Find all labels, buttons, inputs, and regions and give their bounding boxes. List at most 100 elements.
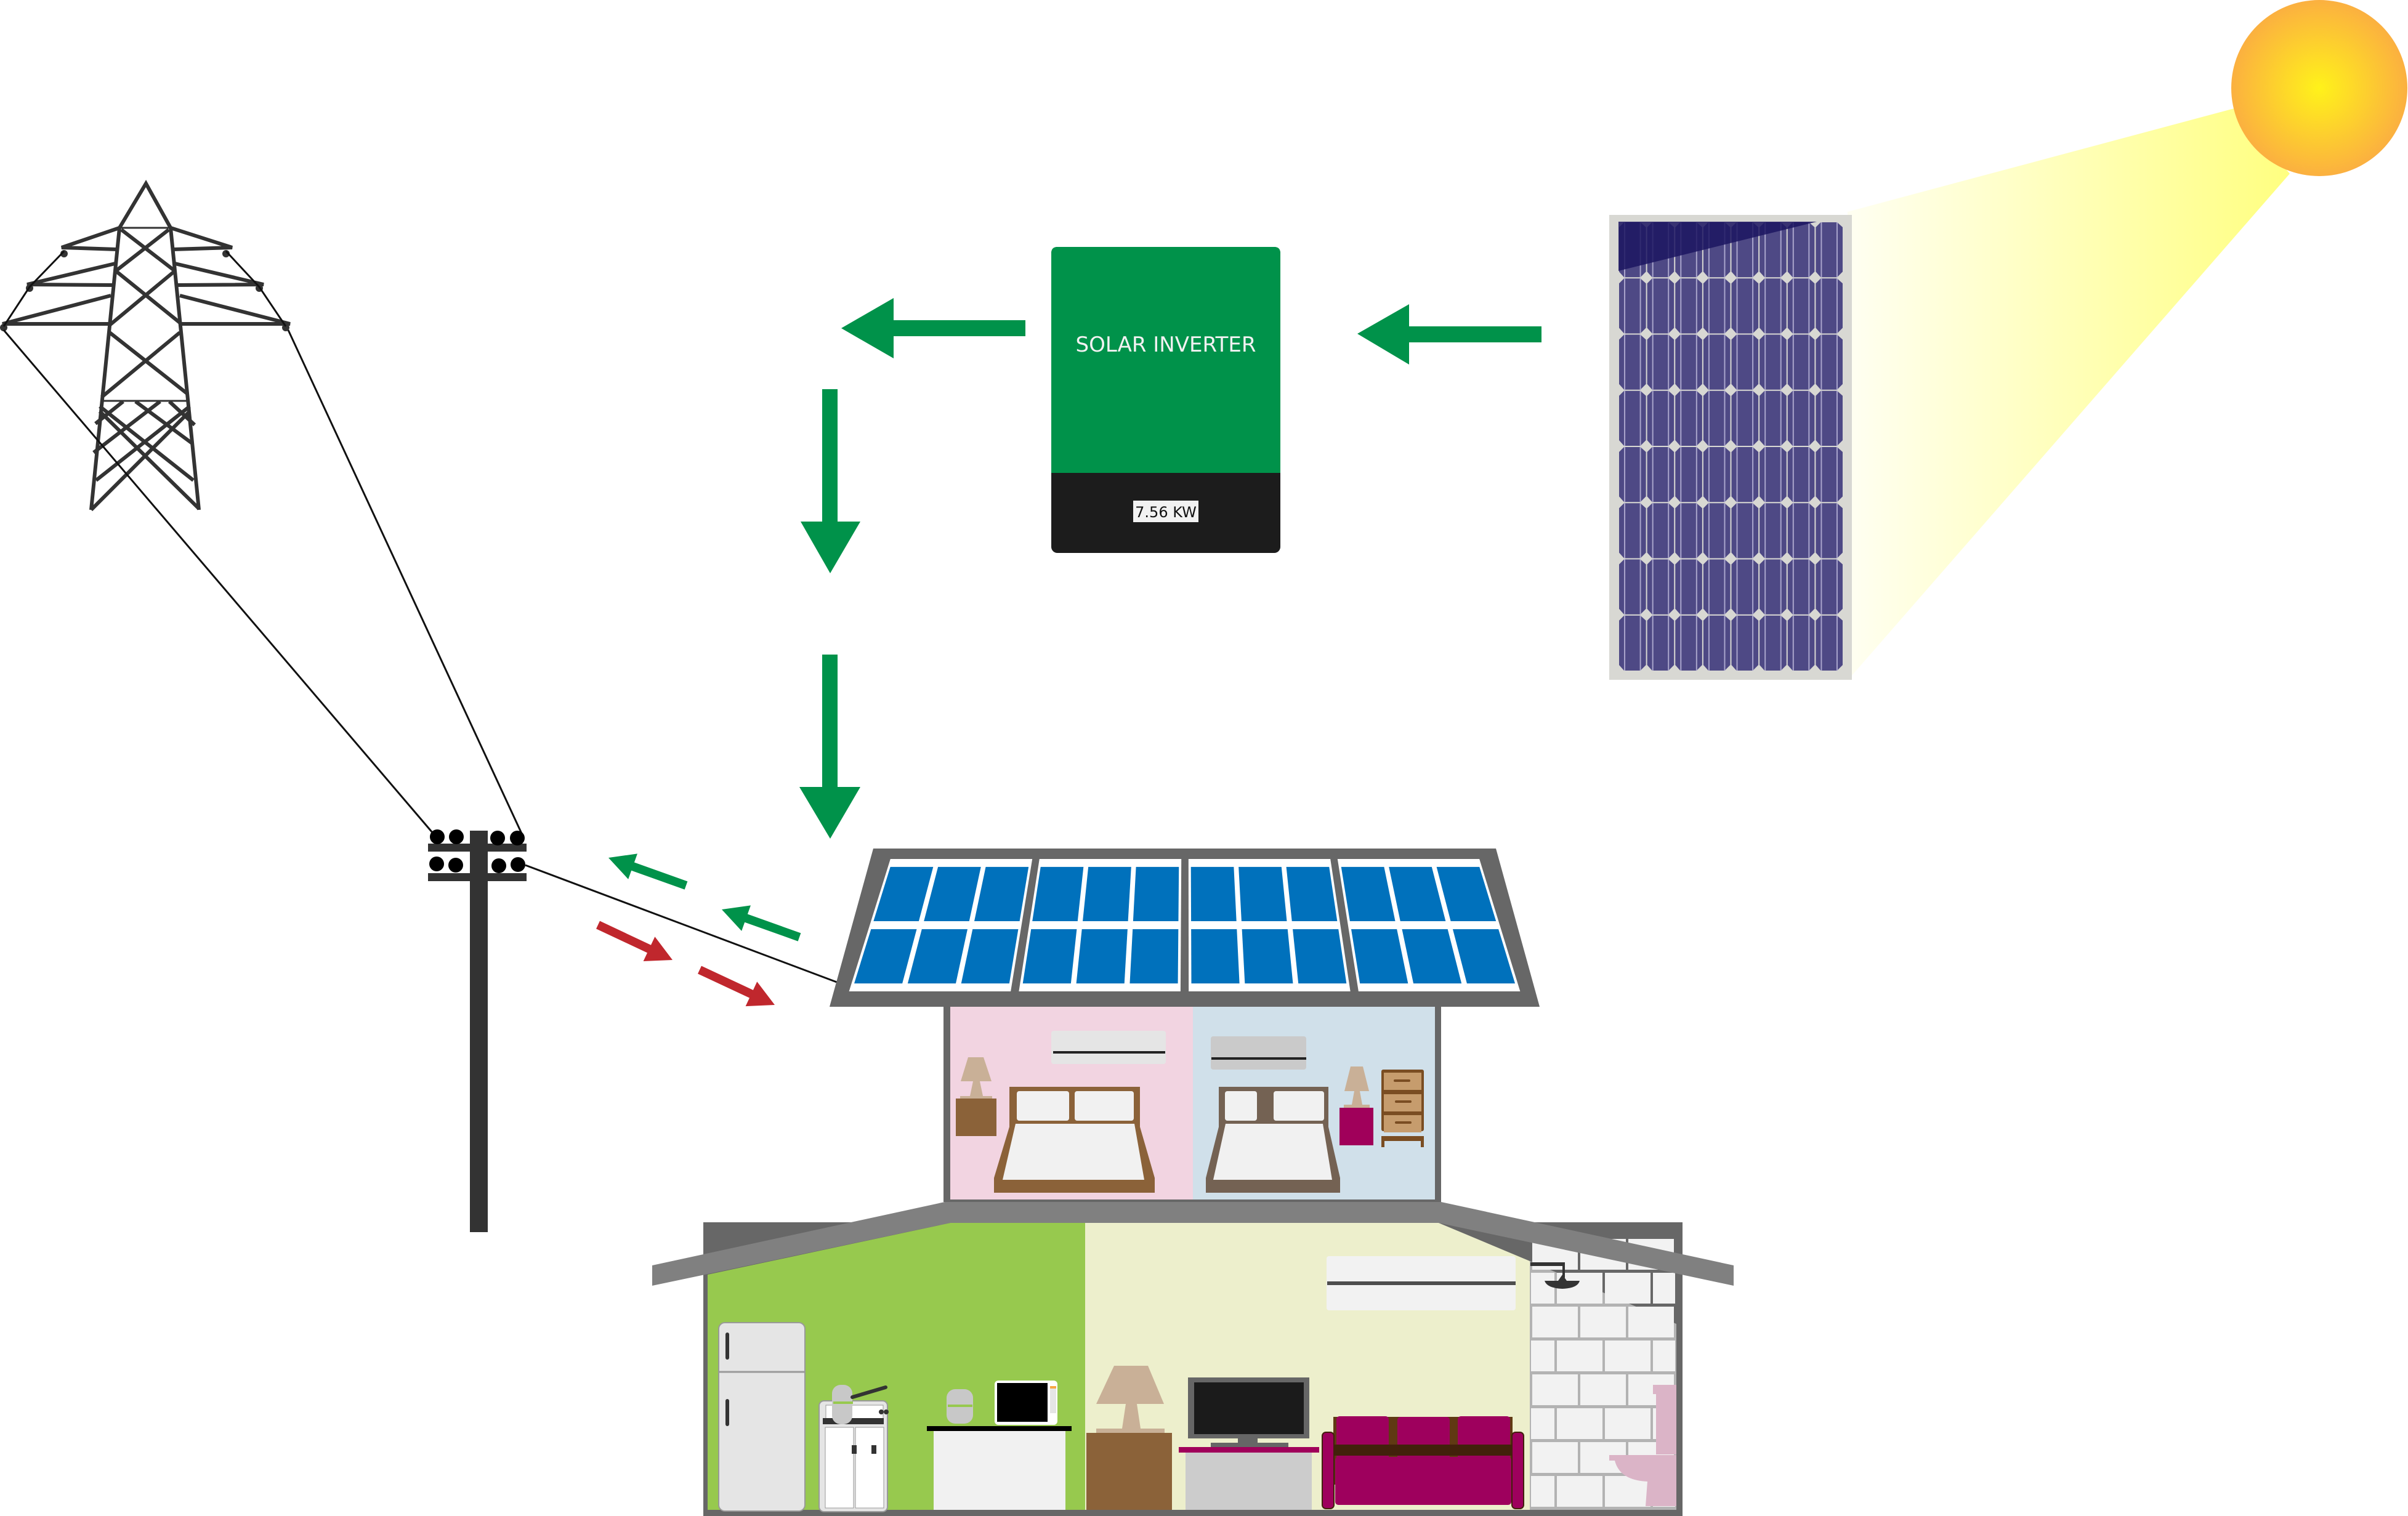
inverter-rating: 7.56 KW [1135, 504, 1197, 521]
arrow-inverter-out [841, 298, 1025, 358]
pv-cell [1619, 278, 1646, 334]
house [652, 849, 1734, 1516]
tile [1531, 1476, 1554, 1507]
pv-cell [1619, 615, 1646, 671]
roof-module-cell [873, 866, 934, 922]
pv-cell [1760, 447, 1787, 502]
tile [1628, 1307, 1674, 1337]
arrow-panel-to-inverter [1357, 304, 1541, 365]
pv-cell [1703, 278, 1731, 334]
wire-tower-pole-left [2, 329, 437, 837]
tile [1557, 1476, 1602, 1507]
roof-module-cell [1242, 929, 1293, 984]
pv-cell [1647, 278, 1675, 334]
roof-module-cell [1402, 929, 1462, 984]
air-conditioner-2 [1211, 1036, 1306, 1070]
roof-module-cell [1022, 929, 1077, 984]
pot [832, 1385, 852, 1424]
tile [1580, 1374, 1626, 1405]
pv-cell [1703, 503, 1731, 558]
wire-tower-pole-right [287, 329, 525, 838]
lower-roof [652, 1202, 1734, 1286]
side-table [1086, 1433, 1172, 1510]
tile [1532, 1307, 1578, 1337]
pv-cell [1647, 615, 1675, 671]
tile [1653, 1273, 1675, 1304]
tower-insulators [0, 250, 289, 331]
inverter-body [1051, 247, 1280, 473]
pv-cell [1760, 390, 1787, 446]
roof-module-cell [854, 929, 917, 984]
pv-cell [1675, 503, 1702, 558]
roof-solar-array [849, 859, 1521, 991]
tile [1605, 1408, 1650, 1439]
toilet-bowl [1609, 1455, 1676, 1506]
pv-cell [1760, 278, 1787, 334]
pv-cell [1619, 503, 1646, 558]
lamp-2-shade [1344, 1066, 1369, 1091]
solar-panel [1609, 215, 1852, 680]
roof-module-cell [1129, 929, 1179, 984]
tv-stand [1186, 1453, 1312, 1510]
pv-cell [1760, 615, 1787, 671]
arrow-down-1 [801, 389, 860, 573]
roof-module-cell [1341, 866, 1396, 922]
roof-module-cell [1452, 929, 1516, 984]
roof-module-cell [961, 929, 1019, 984]
roof-module-cell [924, 866, 981, 922]
grid-flow-arrows [596, 853, 801, 1007]
pv-cell [1619, 447, 1646, 502]
pv-cell [1816, 278, 1843, 334]
pv-cell [1731, 447, 1759, 502]
lamp-1-shade [961, 1057, 992, 1081]
tile [1605, 1273, 1650, 1304]
pv-cell [1731, 278, 1759, 334]
crossbar-top [428, 844, 527, 852]
utility-pole [428, 829, 527, 1232]
sun-icon [2231, 0, 2407, 176]
roof-module-cell [1238, 866, 1287, 922]
pv-cell [1675, 390, 1702, 446]
roof-module-cell [1389, 866, 1446, 922]
sun-beam [1848, 108, 2290, 680]
pv-cell [1647, 390, 1675, 446]
roof-module-cell [1133, 866, 1179, 922]
arrow-down-2 [799, 655, 860, 839]
counter [934, 1431, 1065, 1510]
light-beam [1848, 108, 2290, 680]
roof-module-cell [1076, 929, 1128, 984]
tv-stand-top [1179, 1447, 1319, 1453]
tile [1557, 1341, 1602, 1371]
pv-cell [1647, 447, 1675, 502]
pv-cell [1816, 615, 1843, 671]
roof-module-cell [1191, 929, 1240, 984]
roof-module-cell [907, 929, 968, 984]
toilet-tank [1653, 1385, 1676, 1454]
pv-cell [1703, 334, 1731, 390]
roof-module-cell [1436, 866, 1497, 922]
flow-arrows [799, 298, 1541, 839]
sofa [1322, 1416, 1524, 1509]
pv-cell [1675, 334, 1702, 390]
solar-inverter: SOLAR INVERTER 7.56 KW [1051, 247, 1280, 553]
pv-cell [1619, 390, 1646, 446]
pv-cell [1703, 447, 1731, 502]
pv-cell [1675, 559, 1702, 615]
tile [1531, 1273, 1554, 1304]
nightstand-1 [956, 1099, 996, 1136]
pv-cell [1816, 559, 1843, 615]
nightstand-2 [1339, 1108, 1373, 1145]
pv-cell [1731, 390, 1759, 446]
roof-module-cell [1190, 866, 1237, 922]
export-arrow-2 [722, 905, 801, 941]
pv-cell [1816, 390, 1843, 446]
pv-cell [1675, 278, 1702, 334]
shower-arm [1530, 1262, 1564, 1266]
pv-cell [1731, 615, 1759, 671]
wire-right-drop [225, 250, 287, 327]
pv-cell [1731, 503, 1759, 558]
inverter-label: SOLAR INVERTER [1076, 333, 1256, 357]
pv-cell [1647, 334, 1675, 390]
air-conditioner-1 [1051, 1031, 1166, 1064]
rating-plate [1133, 501, 1198, 522]
